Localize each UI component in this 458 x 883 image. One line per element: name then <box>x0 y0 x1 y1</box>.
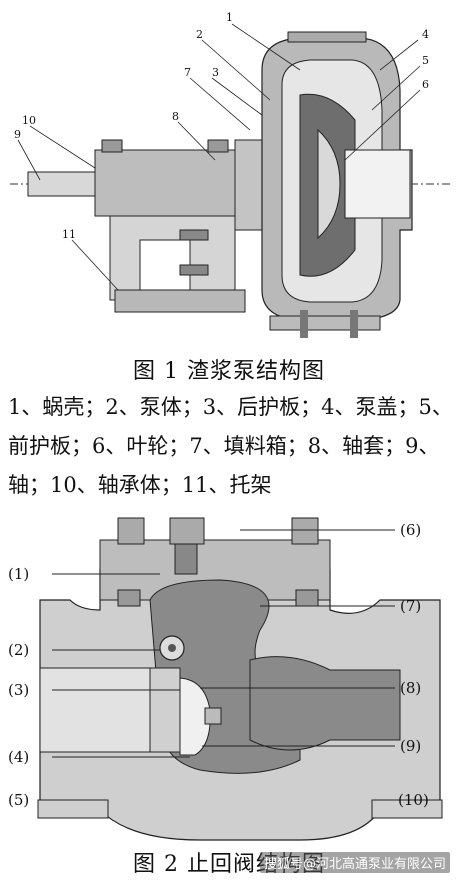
check-valve-diagram: (1) (2) (3) (4) (5) (6) (7) (8) (9) (10) <box>8 517 443 841</box>
legend-item: 6、叶轮； <box>92 434 190 458</box>
callout-1: (1) <box>8 565 29 583</box>
callout-6: (6) <box>400 521 421 539</box>
legend-item: 7、填料箱； <box>189 434 308 458</box>
legend-item: 11、托架 <box>181 473 272 497</box>
callout-5: 5 <box>422 54 429 67</box>
slurry-pump-diagram: 1 2 3 4 5 6 7 8 9 10 11 <box>10 11 450 338</box>
figure1-caption: 图 1 渣浆泵结构图 <box>133 359 325 384</box>
bolt <box>117 517 145 545</box>
outlet-flange <box>371 799 443 819</box>
watermark: 搜狐号@河北高通泵业有限公司 <box>259 852 450 873</box>
bolt <box>291 517 319 545</box>
callout-11: 11 <box>62 228 76 241</box>
callout-2: (2) <box>8 641 29 659</box>
callout-7: (7) <box>400 597 421 615</box>
callout-10: 10 <box>22 114 36 127</box>
discharge-flange <box>287 31 367 43</box>
callout-labels: 1 2 3 4 5 6 7 8 9 10 11 <box>14 11 429 241</box>
legend-item: 2、泵体； <box>105 395 203 419</box>
callout-9: (9) <box>400 737 421 755</box>
bearing-housing <box>94 149 236 217</box>
legend-item: 3、后护板； <box>202 395 322 419</box>
callout-8: (8) <box>400 679 421 697</box>
callout-2: 2 <box>196 28 203 41</box>
legend-item: 4、泵盖； <box>321 395 419 419</box>
callout-5: (5) <box>8 791 29 809</box>
legend-item: 5、 <box>418 395 453 419</box>
legend-item: 1、蜗壳； <box>8 395 106 419</box>
leader-lines <box>52 529 402 801</box>
callout-6: 6 <box>422 78 429 91</box>
callout-10: (10) <box>398 791 429 809</box>
callout-8: 8 <box>172 110 179 123</box>
suction-inlet <box>344 149 411 219</box>
callout-3: 3 <box>212 66 219 79</box>
bolt <box>169 517 205 545</box>
legend-item: 10、轴承体； <box>50 473 182 497</box>
callout-1: 1 <box>226 11 233 24</box>
callout-3: (3) <box>8 681 29 699</box>
callout-9: 9 <box>14 128 21 141</box>
callout-7: 7 <box>184 66 191 79</box>
callout-labels: (1) (2) (3) (4) (5) (6) (7) (8) (9) (10) <box>8 521 429 809</box>
inlet-flange <box>37 799 109 819</box>
callout-4: 4 <box>422 28 429 41</box>
figure1-legend: 1、蜗壳；2、泵体；3、后护板；4、泵盖；5、 前护板；6、叶轮；7、填料箱；8… <box>8 388 453 505</box>
legend-item: 9、 <box>405 434 440 458</box>
legend-item: 8、轴套； <box>307 434 406 458</box>
leader-lines <box>17 23 421 291</box>
legend-item: 前护板； <box>8 434 92 458</box>
legend-item: 轴； <box>8 473 50 497</box>
callout-4: (4) <box>8 748 29 766</box>
